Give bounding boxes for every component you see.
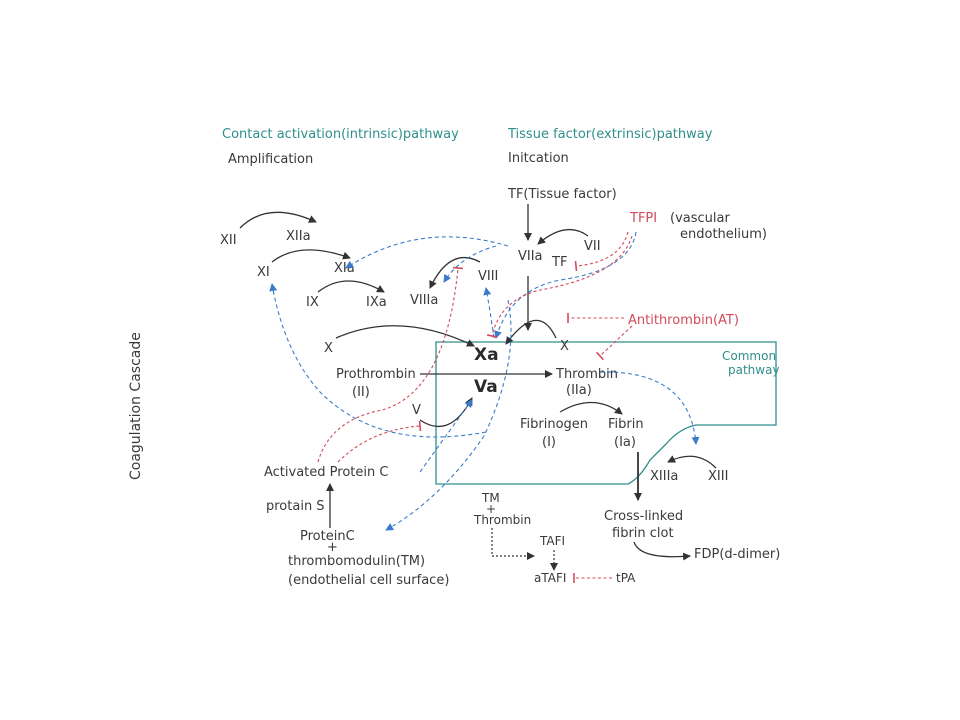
arrow-fibrinogen-to-fibrin xyxy=(559,401,623,415)
viia-label: VIIa xyxy=(518,249,543,264)
common-pathway-label-1: Common xyxy=(722,349,776,363)
intrinsic-pathway-header: Contact activation(intrinsic)pathway xyxy=(222,127,459,142)
tm-label-2: + xyxy=(486,502,496,516)
viii-label: VIII xyxy=(478,269,498,284)
arrow-tm-to-tafi xyxy=(491,528,535,560)
arrow-viii-to-viiia xyxy=(429,257,481,289)
thrombin-label-2: (IIa) xyxy=(566,383,592,398)
tfpi-note-line2: endothelium) xyxy=(680,227,767,242)
prothrombin-label-2: (II) xyxy=(352,385,370,400)
va-label: Va xyxy=(474,377,498,397)
protein-s-label: protain S xyxy=(266,499,325,514)
ix-label: IX xyxy=(306,295,319,310)
red-inhibit-at-to-thrombin xyxy=(595,325,633,361)
xi-label: XI xyxy=(257,265,270,280)
xiii-label: XIII xyxy=(708,469,728,484)
initiation-label: Initcation xyxy=(508,151,569,166)
arrow-x-left-to-xa xyxy=(335,325,475,347)
x-right-label: X xyxy=(560,339,569,354)
xia-label: XIa xyxy=(334,261,355,276)
tfpi-label: TFPI xyxy=(629,211,657,226)
v-label: V xyxy=(412,403,421,418)
protein-c-label-1: ProteinC xyxy=(300,529,355,544)
activated-protein-c-label: Activated Protein C xyxy=(264,465,388,480)
arrow-x-right-to-xa xyxy=(505,319,557,345)
x-left-label: X xyxy=(324,341,333,356)
tfpi-note-line1: (vascular xyxy=(670,211,730,226)
xiiia-label: XIIIa xyxy=(650,469,678,484)
common-pathway-label-2: pathway xyxy=(728,363,780,377)
fibrinogen-label-1: Fibrinogen xyxy=(520,417,588,432)
fibrinogen-label-2: (I) xyxy=(542,435,556,450)
arrow-v-to-va xyxy=(419,397,473,428)
blue-arrow-to-xi xyxy=(269,283,487,438)
extrinsic-pathway-header: Tissue factor(extrinsic)pathway xyxy=(507,127,713,142)
fibrin-label-2: (Ia) xyxy=(614,435,636,450)
xii-label: XII xyxy=(220,233,237,248)
xiia-label: XIIa xyxy=(286,229,311,244)
protein-c-label-3: thrombomodulin(TM) xyxy=(288,554,425,569)
xa-label: Xa xyxy=(474,345,499,365)
fdp-label: FDP(d-dimer) xyxy=(694,547,780,562)
atafi-label: aTAFI xyxy=(534,571,566,585)
tafi-label: TAFI xyxy=(539,534,565,548)
tf-label: TF(Tissue factor) xyxy=(507,187,617,202)
common-pathway-box xyxy=(435,341,777,485)
tpa-label: tPA xyxy=(616,571,636,585)
vii-label: VII xyxy=(584,239,601,254)
arrow-xi-to-xia xyxy=(271,249,351,263)
red-inhibit-tfpi-to-xa xyxy=(486,235,633,338)
tf-small-label: TF xyxy=(551,255,567,270)
arrow-xiii-to-xiiia xyxy=(667,455,717,469)
blue-arrow-to-protein-c xyxy=(385,299,512,531)
blue-arrow-viia-to-viiia xyxy=(443,245,497,283)
blue-arrow-tfpi-to-xa xyxy=(494,231,637,339)
prothrombin-label-1: Prothrombin xyxy=(336,367,416,382)
viiia-label: VIIIa xyxy=(410,293,438,308)
blue-arrow-thrombin-to-xia xyxy=(345,236,509,269)
arrow-vii-to-viia xyxy=(537,228,589,245)
red-inhibit-apc-to-va xyxy=(337,420,422,463)
arrow-clot-to-fdp xyxy=(633,541,691,561)
red-inhibit-apc-to-viiia xyxy=(317,266,464,463)
blue-arrow-to-va xyxy=(419,399,473,473)
red-inhibit-tfpi-to-viia xyxy=(574,231,629,272)
clot-label-2: fibrin clot xyxy=(612,526,674,541)
tm-label-1: TM xyxy=(481,491,500,505)
fibrin-label-1: Fibrin xyxy=(608,417,644,432)
blue-arrow-thrombin-to-viii xyxy=(483,287,495,339)
diagram-title: Coagulation Cascade xyxy=(128,332,144,480)
tm-label-3: Thrombin xyxy=(473,513,531,527)
antithrombin-label: Antithrombin(AT) xyxy=(628,313,739,328)
ixa-label: IXa xyxy=(366,295,387,310)
arrow-ix-to-ixa xyxy=(317,280,385,293)
thrombin-label-1: Thrombin xyxy=(555,367,618,382)
protein-c-label-4: (endothelial cell surface) xyxy=(288,573,449,588)
clot-label-1: Cross-linked xyxy=(604,509,683,524)
arrow-xii-to-xiia xyxy=(239,211,317,229)
amplification-label: Amplification xyxy=(228,152,313,167)
protein-c-label-2: + xyxy=(327,540,338,555)
blue-arrow-thrombin-to-xiiia xyxy=(599,371,700,445)
